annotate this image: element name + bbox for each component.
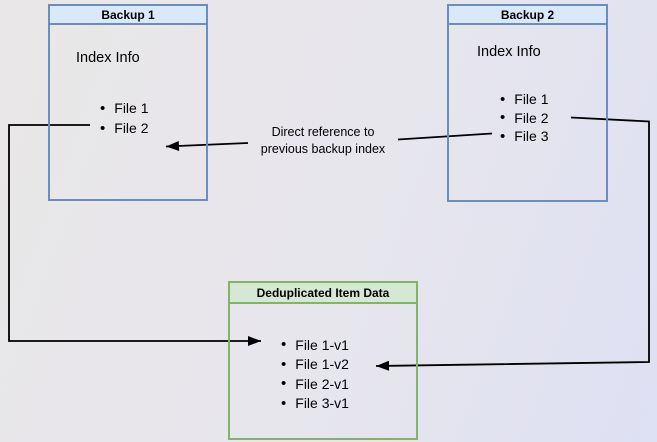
file-item: File 1 (100, 98, 148, 118)
backup2-file-list: File 1 File 2 File 3 (500, 90, 548, 146)
annotation-label: Direct reference to previous backup inde… (238, 124, 408, 158)
file-item: File 2-v1 (281, 374, 349, 394)
file-item: File 1-v2 (281, 355, 349, 375)
dedup-box: Deduplicated Item Data File 1-v1 File 1-… (228, 281, 418, 440)
backup2-box: Backup 2 Index Info File 1 File 2 File 3 (447, 4, 608, 202)
backup2-index-label: Index Info (477, 44, 541, 60)
dedup-header: Deduplicated Item Data (230, 283, 416, 304)
backup1-index-label: Index Info (76, 50, 140, 66)
backup1-header: Backup 1 (50, 6, 206, 25)
file-item: File 2 (100, 118, 148, 138)
backup1-file-list: File 1 File 2 (100, 98, 148, 138)
backup2-header: Backup 2 (449, 6, 606, 25)
file-item: File 3-v1 (281, 394, 349, 414)
file-item: File 1 (500, 90, 548, 109)
annotation-line1: Direct reference to (271, 125, 375, 139)
file-item: File 2 (500, 109, 548, 128)
dedup-file-list: File 1-v1 File 1-v2 File 2-v1 File 3-v1 (281, 335, 349, 413)
annotation-line2: previous backup index (260, 142, 386, 156)
arrow-backup2-file2-segment (397, 132, 493, 141)
arrow-backup2-file1-to-dedup (375, 116, 650, 371)
file-item: File 1-v1 (281, 335, 349, 355)
backup1-box: Backup 1 Index Info File 1 File 2 (48, 4, 208, 201)
file-item: File 3 (500, 127, 548, 146)
